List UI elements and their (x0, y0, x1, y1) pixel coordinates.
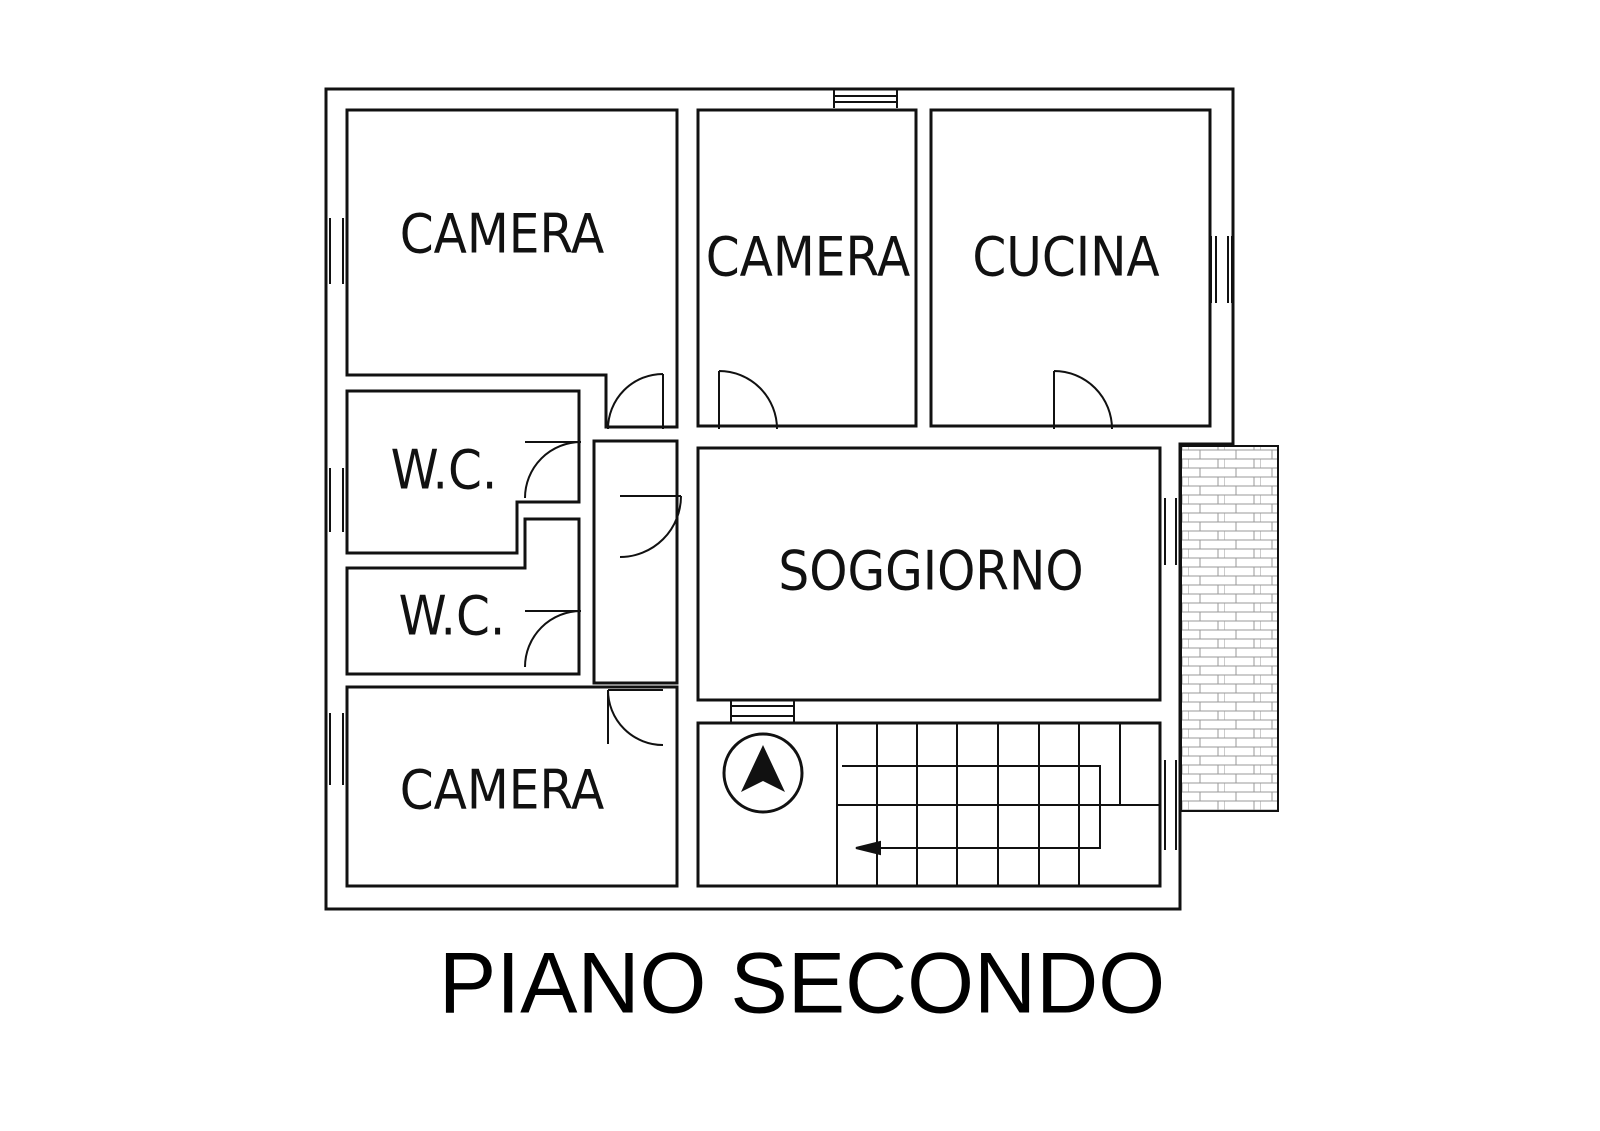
staircase (836, 722, 1161, 887)
room-label-wc-upper: W.C. (391, 439, 498, 502)
room-label-camera-bottom-left: CAMERA (400, 759, 605, 822)
room-label-soggiorno: SOGGIORNO (778, 540, 1083, 603)
room-label-cucina: CUCINA (972, 226, 1159, 289)
room-corridor (592, 439, 679, 685)
doors (524, 370, 1113, 746)
room-wc-lower (345, 517, 581, 676)
room-camera-bottom-left (345, 685, 679, 888)
room-soggiorno (696, 446, 1162, 702)
room-label-camera-top-middle: CAMERA (706, 226, 911, 289)
room-label-wc-lower: W.C. (399, 585, 506, 648)
room-wc-upper (345, 389, 581, 555)
outer-walls (324, 87, 1235, 911)
room-camera-top-left (345, 108, 679, 429)
room-camera-top-middle (696, 108, 918, 428)
plan-title: PIANO SECONDO (439, 936, 1165, 1032)
north-arrow-icon (722, 732, 804, 814)
terrace (1180, 445, 1279, 812)
room-label-camera-top-left: CAMERA (400, 203, 605, 266)
